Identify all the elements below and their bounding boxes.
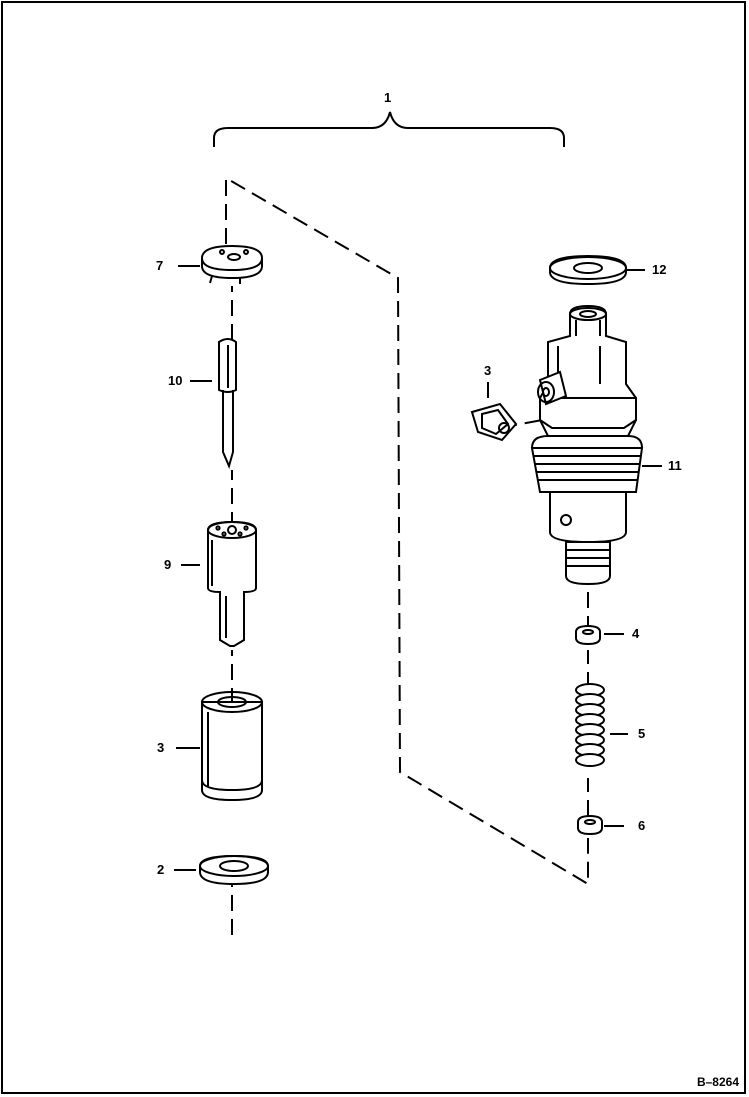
spring-part [575,683,605,767]
callout-top-washer: 12 [652,262,667,277]
holder-body-part [530,304,644,586]
assembly-bracket [213,111,565,147]
figure-number: B–8264 [696,1075,739,1089]
callout-lower-seat: 6 [638,818,646,833]
callout-clip: 3 [484,363,492,378]
needle-part [218,338,237,469]
top-washer-part [549,254,627,286]
callout-assembly: 1 [384,90,392,105]
callout-spring: 5 [638,726,646,741]
lower-washer-part [199,854,269,886]
nozzle-body-part [207,520,257,647]
nut-part [201,691,263,802]
callout-upper-seat: 4 [632,626,640,641]
leader-lines [174,265,662,871]
spacer-plate-part [201,244,263,284]
callout-nozzle-body: 9 [164,557,172,572]
callout-lower-washer: 2 [157,862,165,877]
assembly-dashed-line [225,176,589,935]
callout-spacer-plate: 7 [156,258,164,273]
upper-seat-part [575,624,601,646]
callout-nut: 3 [157,740,165,755]
callout-holder-body: 11 [668,458,682,473]
lower-seat-part [577,814,603,836]
callout-needle: 10 [168,373,183,388]
clip-part [470,402,518,442]
